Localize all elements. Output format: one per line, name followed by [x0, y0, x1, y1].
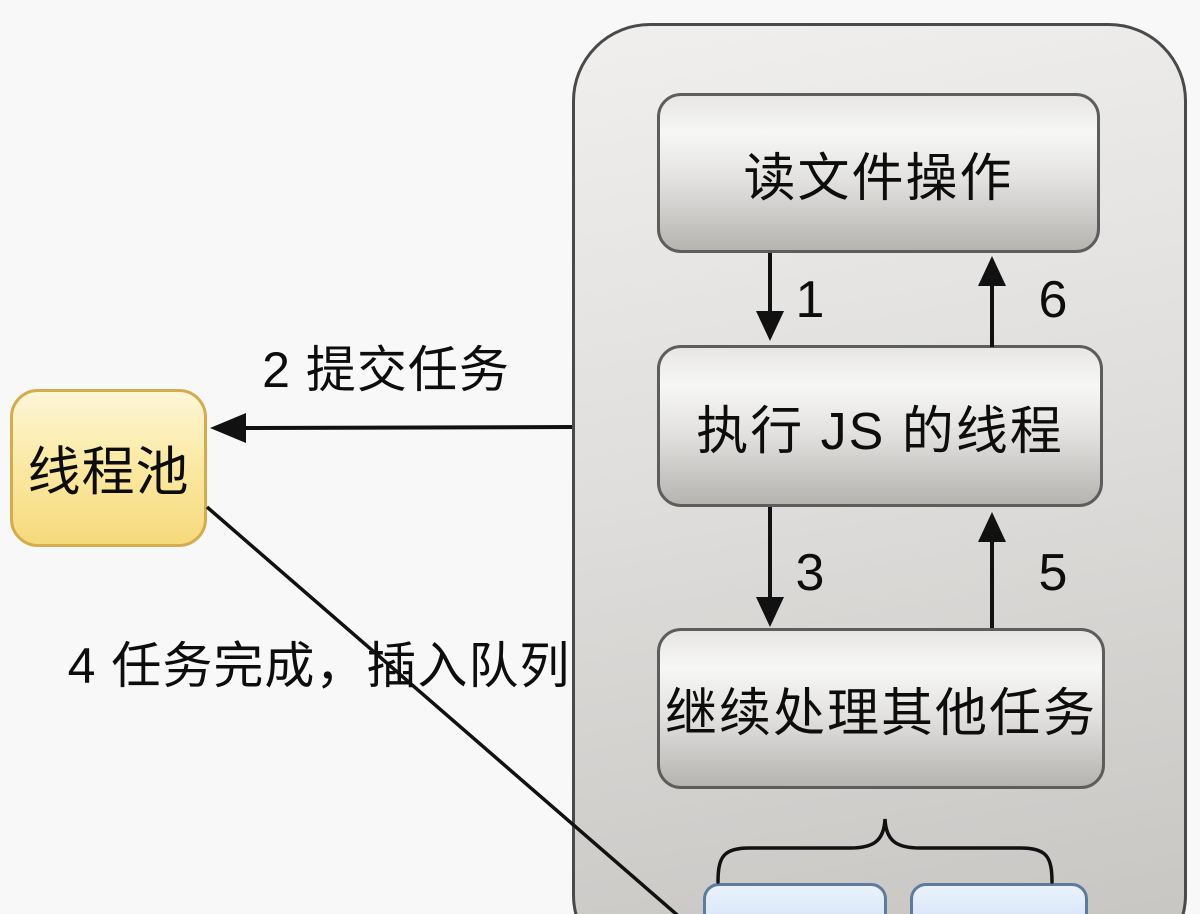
step-3-label: 3	[795, 544, 825, 602]
arrow-step-6	[978, 256, 1006, 347]
queue-box-right	[910, 883, 1088, 914]
step-1-label: 1	[795, 271, 825, 329]
step-6-label: 6	[1038, 271, 1068, 329]
step-5-label: 5	[1038, 544, 1068, 602]
node-read-file-operation-label: 读文件操作	[743, 149, 1014, 208]
arrow-step-1	[756, 253, 784, 341]
node-js-execution-thread: 执行 JS 的线程	[657, 345, 1103, 507]
node-read-file-operation: 读文件操作	[657, 93, 1100, 253]
node-thread-pool-label: 线程池	[27, 443, 190, 502]
node-continue-other-tasks: 继续处理其他任务	[657, 628, 1105, 789]
node-continue-other-tasks-label: 继续处理其他任务	[664, 685, 1097, 743]
step-2-label: 2 提交任务	[262, 342, 510, 398]
queue-box-left	[703, 883, 887, 914]
line-step-4	[205, 505, 679, 914]
arrow-step-3	[756, 507, 784, 627]
node-js-execution-thread-label: 执行 JS 的线程	[696, 402, 1064, 461]
arrow-step-2	[210, 413, 573, 443]
node-thread-pool: 线程池	[10, 389, 207, 547]
step-4-label: 4 任务完成，插入队列	[67, 638, 571, 694]
curly-brace	[716, 818, 1054, 884]
arrow-step-5	[978, 512, 1006, 628]
